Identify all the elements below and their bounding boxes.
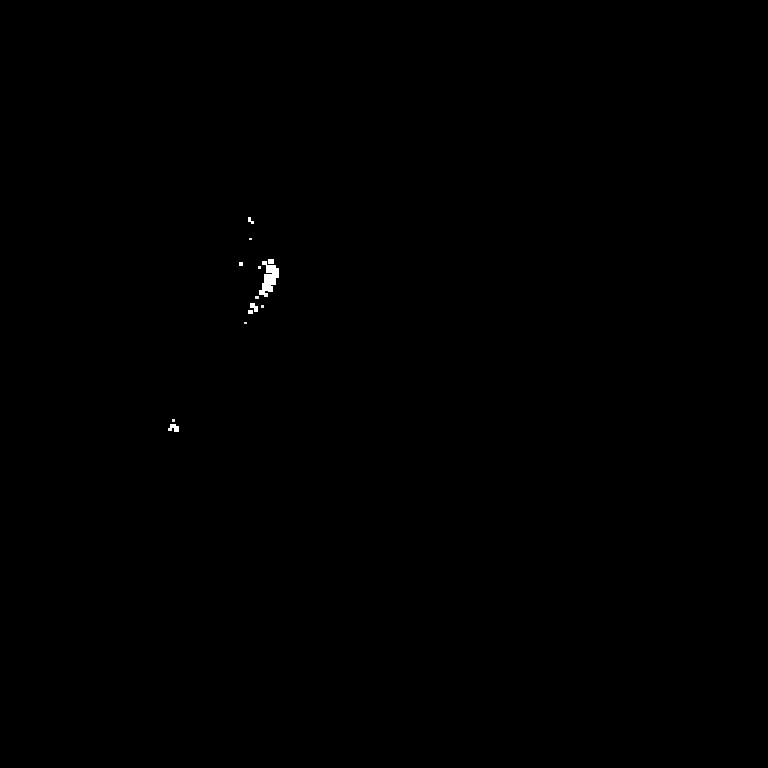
speck-y (168, 428, 172, 431)
speck-g (258, 266, 261, 269)
speck-t (261, 305, 264, 308)
cloud-dense-core (178, 36, 203, 57)
speck-r (254, 306, 258, 312)
speck-e (262, 261, 267, 265)
cloud-upper-wisp (175, 21, 216, 39)
speck-o (264, 293, 268, 297)
main-cloud-mass (159, 22, 218, 69)
speck-u (244, 322, 247, 324)
cloud-lower-skirt (169, 46, 204, 63)
speck-d (239, 262, 243, 266)
diagonal-streak-tip (149, 36, 170, 51)
speck-c (249, 238, 252, 240)
speck-n (259, 290, 265, 295)
speck-s (248, 310, 253, 314)
diagonal-streak (118, 33, 171, 64)
speck-x (174, 426, 179, 432)
speck-l (262, 283, 271, 291)
speck-b (251, 221, 254, 224)
speck-w (170, 424, 176, 428)
speck-a (248, 217, 251, 222)
cloud-right-tail (195, 29, 216, 43)
speck-q (250, 303, 255, 308)
speck-p (255, 296, 259, 299)
speck-f (268, 259, 274, 264)
speck-k (270, 278, 276, 285)
speck-v (172, 419, 175, 422)
speck-m (268, 286, 273, 292)
speck-j (264, 274, 272, 283)
speck-i (272, 268, 279, 278)
speck-h (266, 265, 276, 273)
small-oval-blob (111, 78, 131, 93)
